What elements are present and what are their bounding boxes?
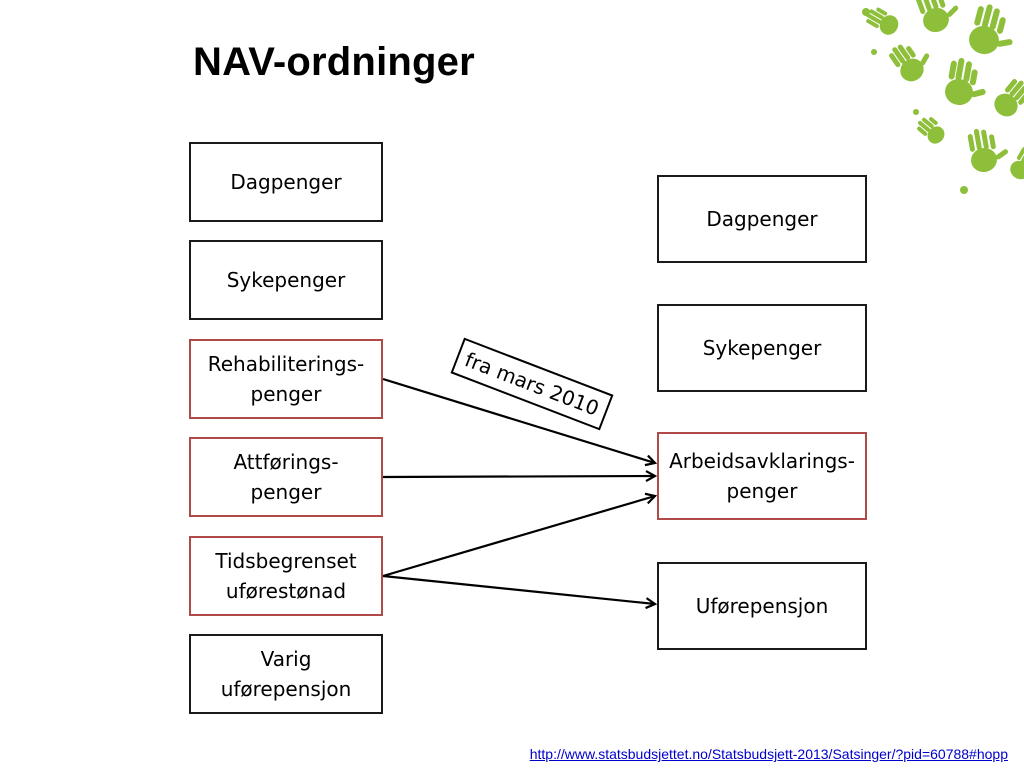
arrow-tids-to-ufore: [382, 574, 655, 604]
box-left-sykepenger: Sykepenger: [189, 240, 383, 320]
source-link[interactable]: http://www.statsbudsjettet.no/Statsbudsj…: [529, 746, 1008, 762]
page-title: NAV-ordninger: [193, 40, 475, 84]
arrow-attf-to-aap: [382, 476, 655, 477]
box-left-dagpenger: Dagpenger: [189, 142, 383, 222]
box-label: Arbeidsavklarings-penger: [669, 449, 855, 503]
box-right-arbeidsavklaringspenger: Arbeidsavklarings-penger: [657, 432, 867, 520]
box-label: Attførings-penger: [233, 450, 339, 504]
box-left-attforingspenger: Attførings-penger: [189, 437, 383, 517]
handprints-icon: [824, 0, 1024, 200]
box-label: Rehabiliterings-penger: [207, 352, 365, 406]
arrow-tids-to-aap: [382, 496, 655, 578]
box-left-rehabiliteringspenger: Rehabiliterings-penger: [189, 339, 383, 419]
date-tag-label: fra mars 2010: [461, 347, 603, 421]
box-right-uforepensjon: Uførepensjon: [657, 562, 867, 650]
date-tag: fra mars 2010: [450, 337, 614, 431]
box-label: Dagpenger: [230, 170, 342, 194]
box-label: Sykepenger: [226, 268, 346, 292]
box-label: Sykepenger: [702, 336, 822, 360]
handprints-icon: [862, 0, 1024, 194]
box-right-dagpenger: Dagpenger: [657, 175, 867, 263]
box-label: Uførepensjon: [695, 594, 829, 618]
box-right-sykepenger: Sykepenger: [657, 304, 867, 392]
box-label: Dagpenger: [706, 207, 818, 231]
